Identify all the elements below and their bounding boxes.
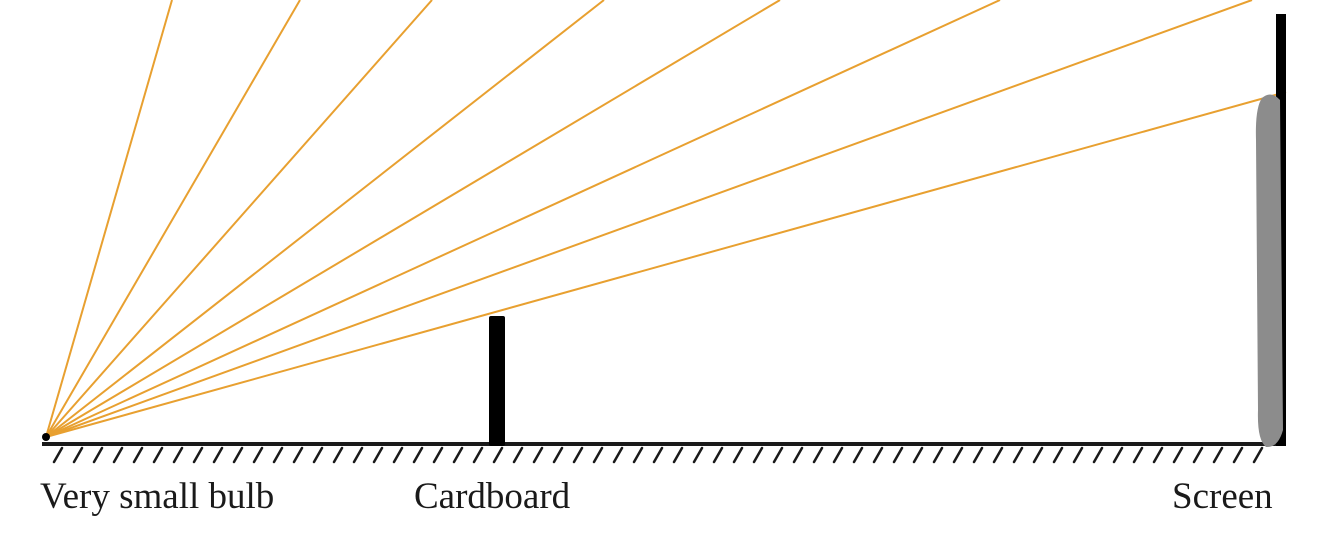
hatch-mark xyxy=(772,446,784,464)
hatch-mark xyxy=(632,446,644,464)
hatch-mark xyxy=(92,446,104,464)
hatch-mark xyxy=(1152,446,1164,464)
light-ray xyxy=(45,0,1253,438)
hatch-mark xyxy=(1012,446,1024,464)
screen-label: Screen xyxy=(1172,476,1273,517)
hatch-mark xyxy=(892,446,904,464)
hatch-mark xyxy=(572,446,584,464)
hatch-mark xyxy=(52,446,64,464)
light-ray xyxy=(45,0,1001,438)
hatch-mark xyxy=(192,446,204,464)
hatch-mark xyxy=(652,446,664,464)
light-ray xyxy=(45,0,605,438)
hatch-mark xyxy=(292,446,304,464)
ground-hatching xyxy=(52,446,1264,464)
hatch-mark xyxy=(732,446,744,464)
screen-shadow xyxy=(1255,94,1283,448)
hatch-mark xyxy=(152,446,164,464)
hatch-mark xyxy=(1232,446,1244,464)
hatch-mark xyxy=(852,446,864,464)
hatch-mark xyxy=(1212,446,1224,464)
hatch-mark xyxy=(272,446,284,464)
hatch-mark xyxy=(932,446,944,464)
hatch-mark xyxy=(712,446,724,464)
hatch-mark xyxy=(552,446,564,464)
hatch-mark xyxy=(452,446,464,464)
hatch-mark xyxy=(312,446,324,464)
hatch-mark xyxy=(1192,446,1204,464)
hatch-mark xyxy=(1252,446,1264,464)
hatch-mark xyxy=(392,446,404,464)
light-ray xyxy=(45,0,173,438)
hatch-mark xyxy=(592,446,604,464)
cardboard-label: Cardboard xyxy=(414,476,571,517)
hatch-mark xyxy=(432,446,444,464)
hatch-mark xyxy=(112,446,124,464)
bulb-icon xyxy=(42,433,50,441)
hatch-mark xyxy=(1172,446,1184,464)
light-ray xyxy=(45,0,781,438)
hatch-mark xyxy=(1092,446,1104,464)
hatch-mark xyxy=(992,446,1004,464)
cardboard xyxy=(489,316,505,446)
hatch-mark xyxy=(252,446,264,464)
hatch-mark xyxy=(612,446,624,464)
hatch-mark xyxy=(1052,446,1064,464)
hatch-mark xyxy=(792,446,804,464)
bulb-label: Very small bulb xyxy=(40,476,275,517)
hatch-mark xyxy=(412,446,424,464)
hatch-mark xyxy=(972,446,984,464)
hatch-mark xyxy=(72,446,84,464)
hatch-mark xyxy=(512,446,524,464)
light-rays xyxy=(45,0,1287,438)
hatch-mark xyxy=(472,446,484,464)
light-ray xyxy=(45,0,433,438)
hatch-mark xyxy=(212,446,224,464)
hatch-mark xyxy=(332,446,344,464)
hatch-mark xyxy=(372,446,384,464)
hatch-mark xyxy=(752,446,764,464)
hatch-mark xyxy=(352,446,364,464)
hatch-mark xyxy=(812,446,824,464)
light-ray xyxy=(45,91,1287,438)
hatch-mark xyxy=(912,446,924,464)
hatch-mark xyxy=(232,446,244,464)
hatch-mark xyxy=(672,446,684,464)
hatch-mark xyxy=(832,446,844,464)
hatch-mark xyxy=(492,446,504,464)
hatch-mark xyxy=(532,446,544,464)
hatch-mark xyxy=(172,446,184,464)
hatch-mark xyxy=(872,446,884,464)
hatch-mark xyxy=(1112,446,1124,464)
hatch-mark xyxy=(1072,446,1084,464)
hatch-mark xyxy=(132,446,144,464)
hatch-mark xyxy=(692,446,704,464)
hatch-mark xyxy=(1032,446,1044,464)
hatch-mark xyxy=(1132,446,1144,464)
hatch-mark xyxy=(952,446,964,464)
light-ray xyxy=(45,0,301,438)
